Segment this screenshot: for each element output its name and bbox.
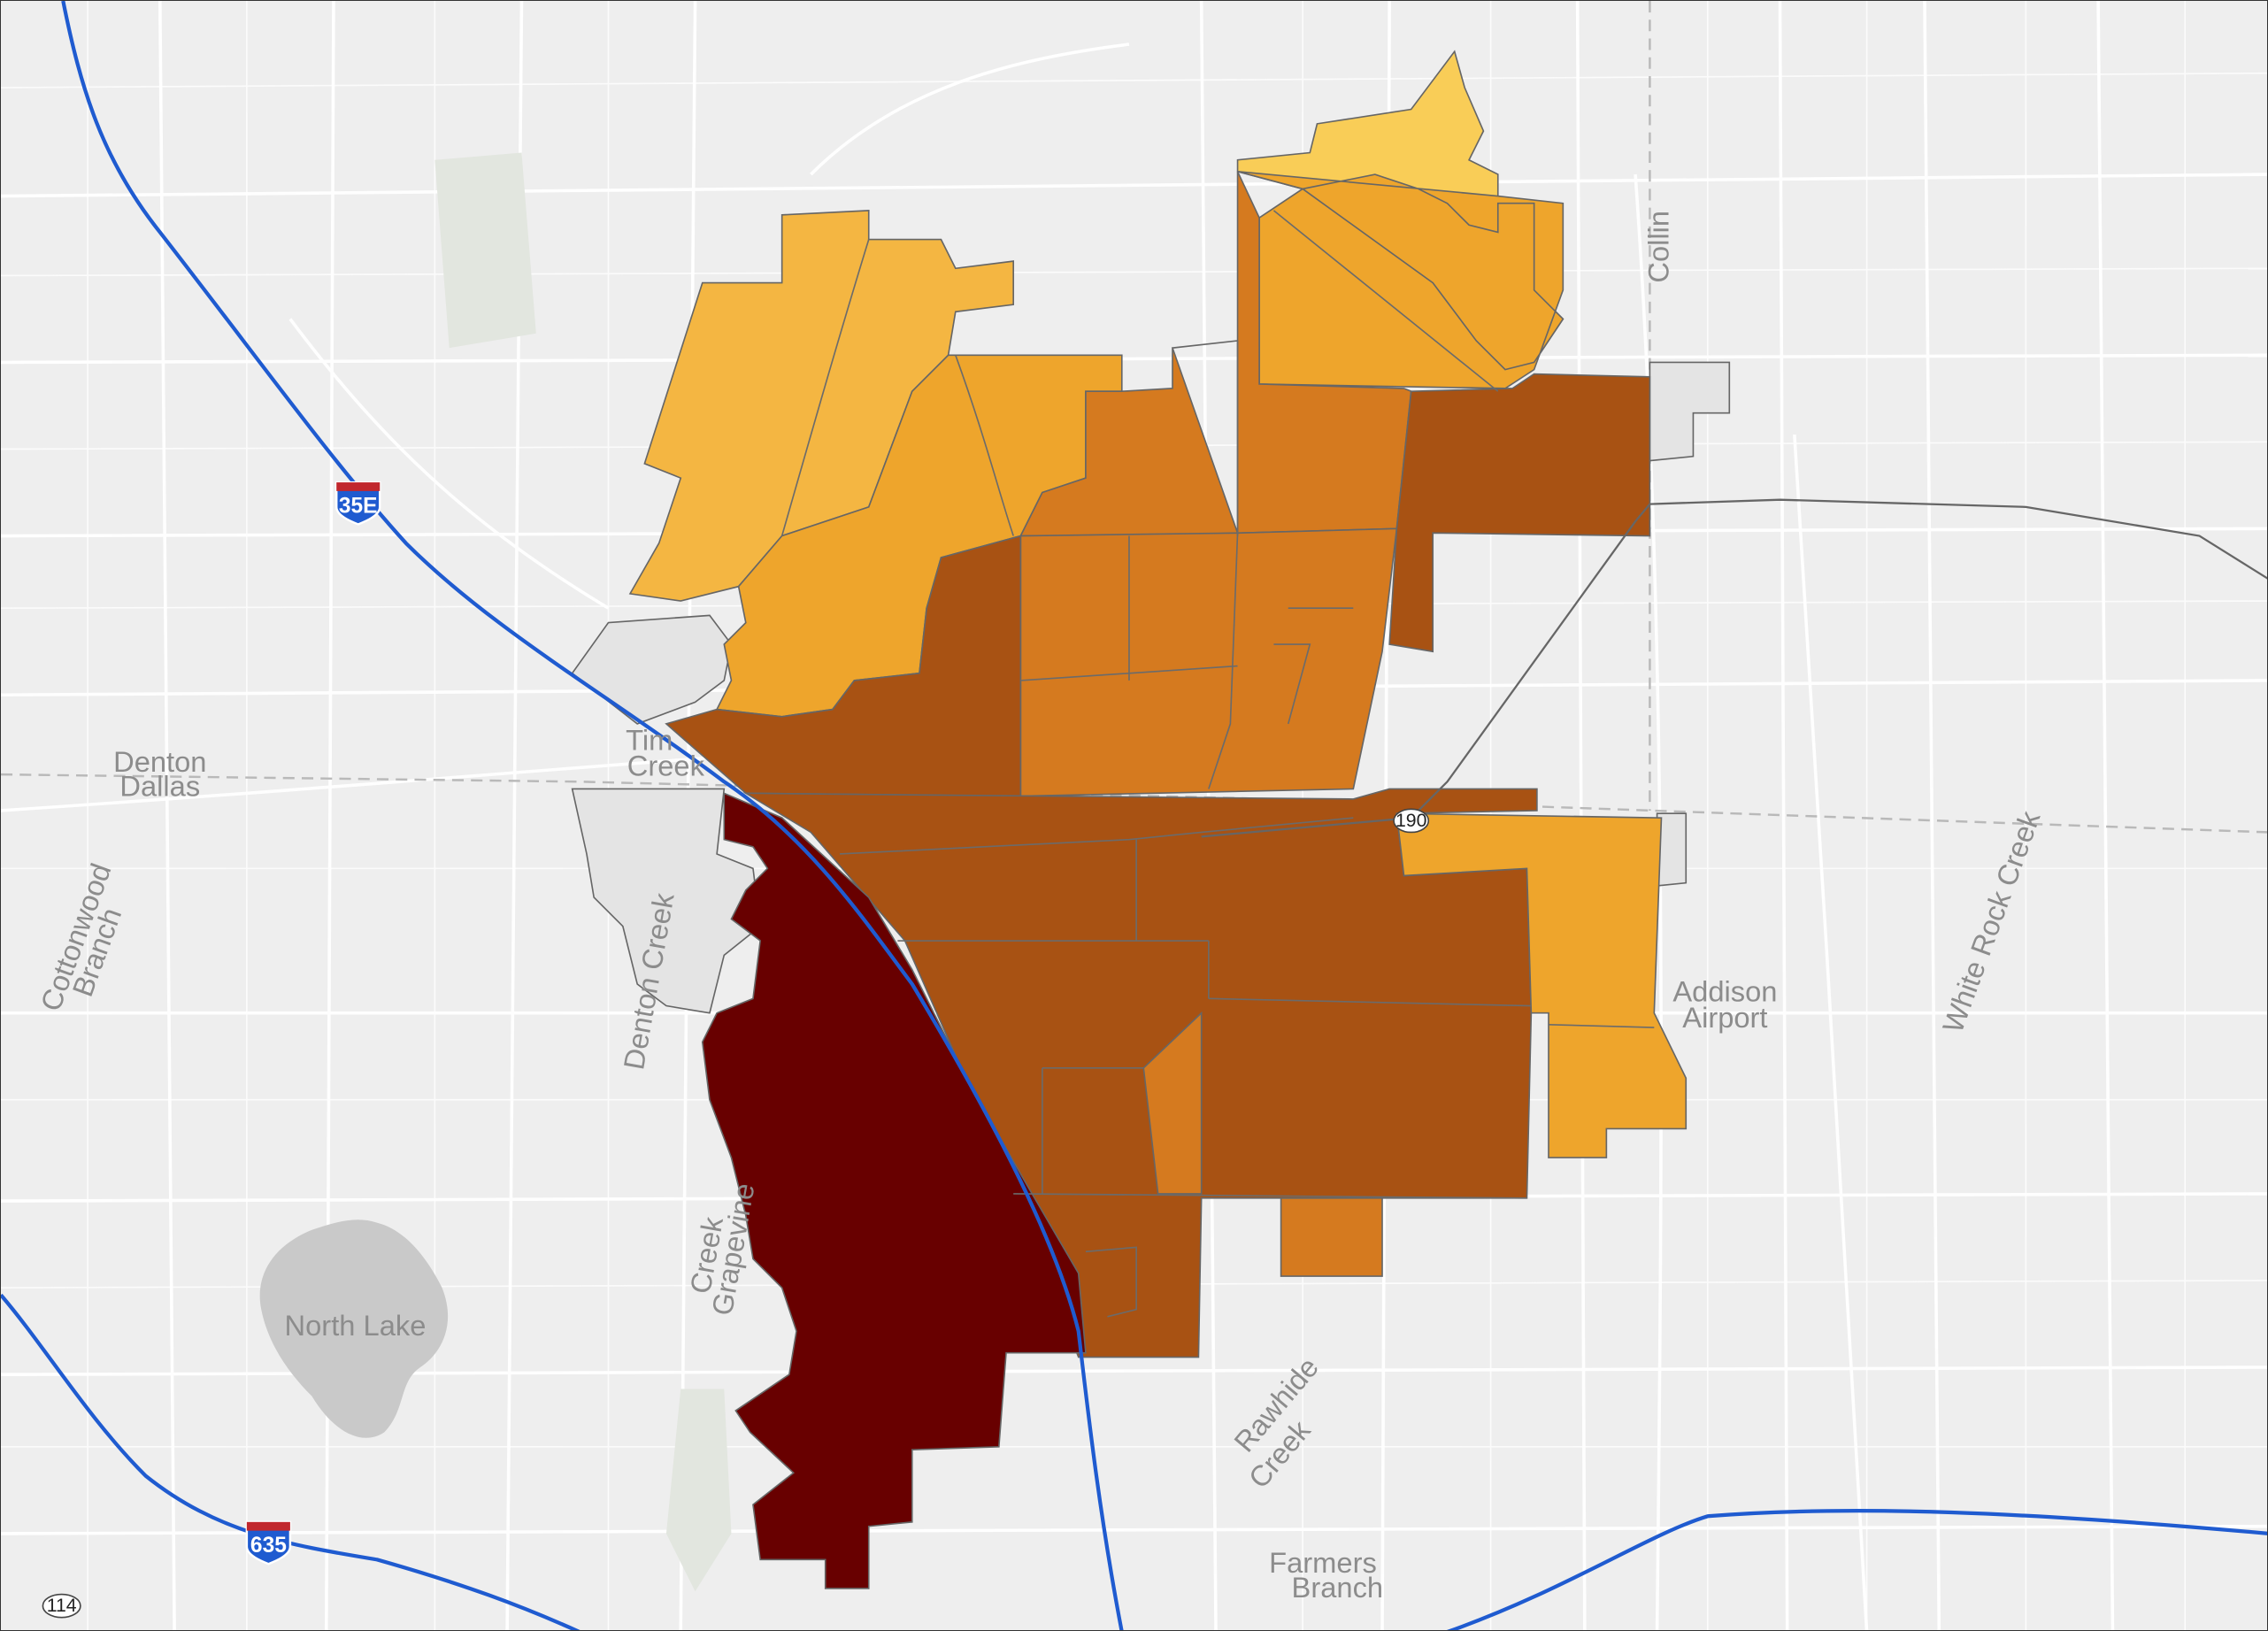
boundary-outline-west: [571, 788, 762, 1014]
label-north-lake: North Lake: [285, 1309, 427, 1342]
zone-class-2-north: [1237, 170, 1565, 389]
shield-i635-label: 635: [250, 1534, 287, 1558]
zone-class-4-middle: [1019, 527, 1398, 797]
zone-class-5-ne[interactable]: [1388, 373, 1651, 653]
i635-east-line: [1446, 1508, 2267, 1630]
county-line: [1, 773, 2267, 834]
label-farmers: Farmers: [1269, 1546, 1377, 1579]
zone-class-4-south-a: [1142, 1011, 1203, 1195]
zone-boundaries: [780, 210, 1655, 1318]
shield-i35e-label: 35E: [339, 494, 378, 518]
shield-sh114-label: 114: [47, 1595, 77, 1616]
choropleth-zones: [628, 50, 1688, 1589]
label-denton: Denton: [113, 745, 206, 778]
label-carrollton: Tim: [626, 723, 673, 756]
zone-class-4-north: [1019, 171, 1412, 537]
label-farmers-branch: Branch: [1292, 1571, 1384, 1604]
park-area: [665, 1389, 732, 1592]
label-addison: Addison: [1672, 975, 1777, 1008]
shield-i35e: 35E: [334, 481, 381, 526]
label-carrollton-2: Creek: [627, 750, 705, 782]
zone-class-6-southwest[interactable]: [701, 792, 1087, 1589]
label-addison-airport: Airport: [1682, 1001, 1767, 1034]
label-dallas: Dallas: [119, 770, 200, 803]
zone-class-4-south-b: [1280, 1197, 1383, 1277]
label-collin: Collin: [1642, 211, 1675, 283]
shield-sh190: 190: [1393, 808, 1430, 834]
park-area-north: [434, 152, 536, 349]
north-lake: [259, 1219, 449, 1438]
shield-sh190-label: 190: [1395, 810, 1426, 831]
zone-class-5-west: [665, 535, 1022, 797]
shield-i635: 635: [245, 1520, 292, 1566]
shield-sh114: 114: [42, 1593, 81, 1619]
zone-class-3-east: [1395, 812, 1688, 1158]
i35e-line: [61, 1, 1124, 1630]
state-highway-190: [1201, 498, 2267, 838]
